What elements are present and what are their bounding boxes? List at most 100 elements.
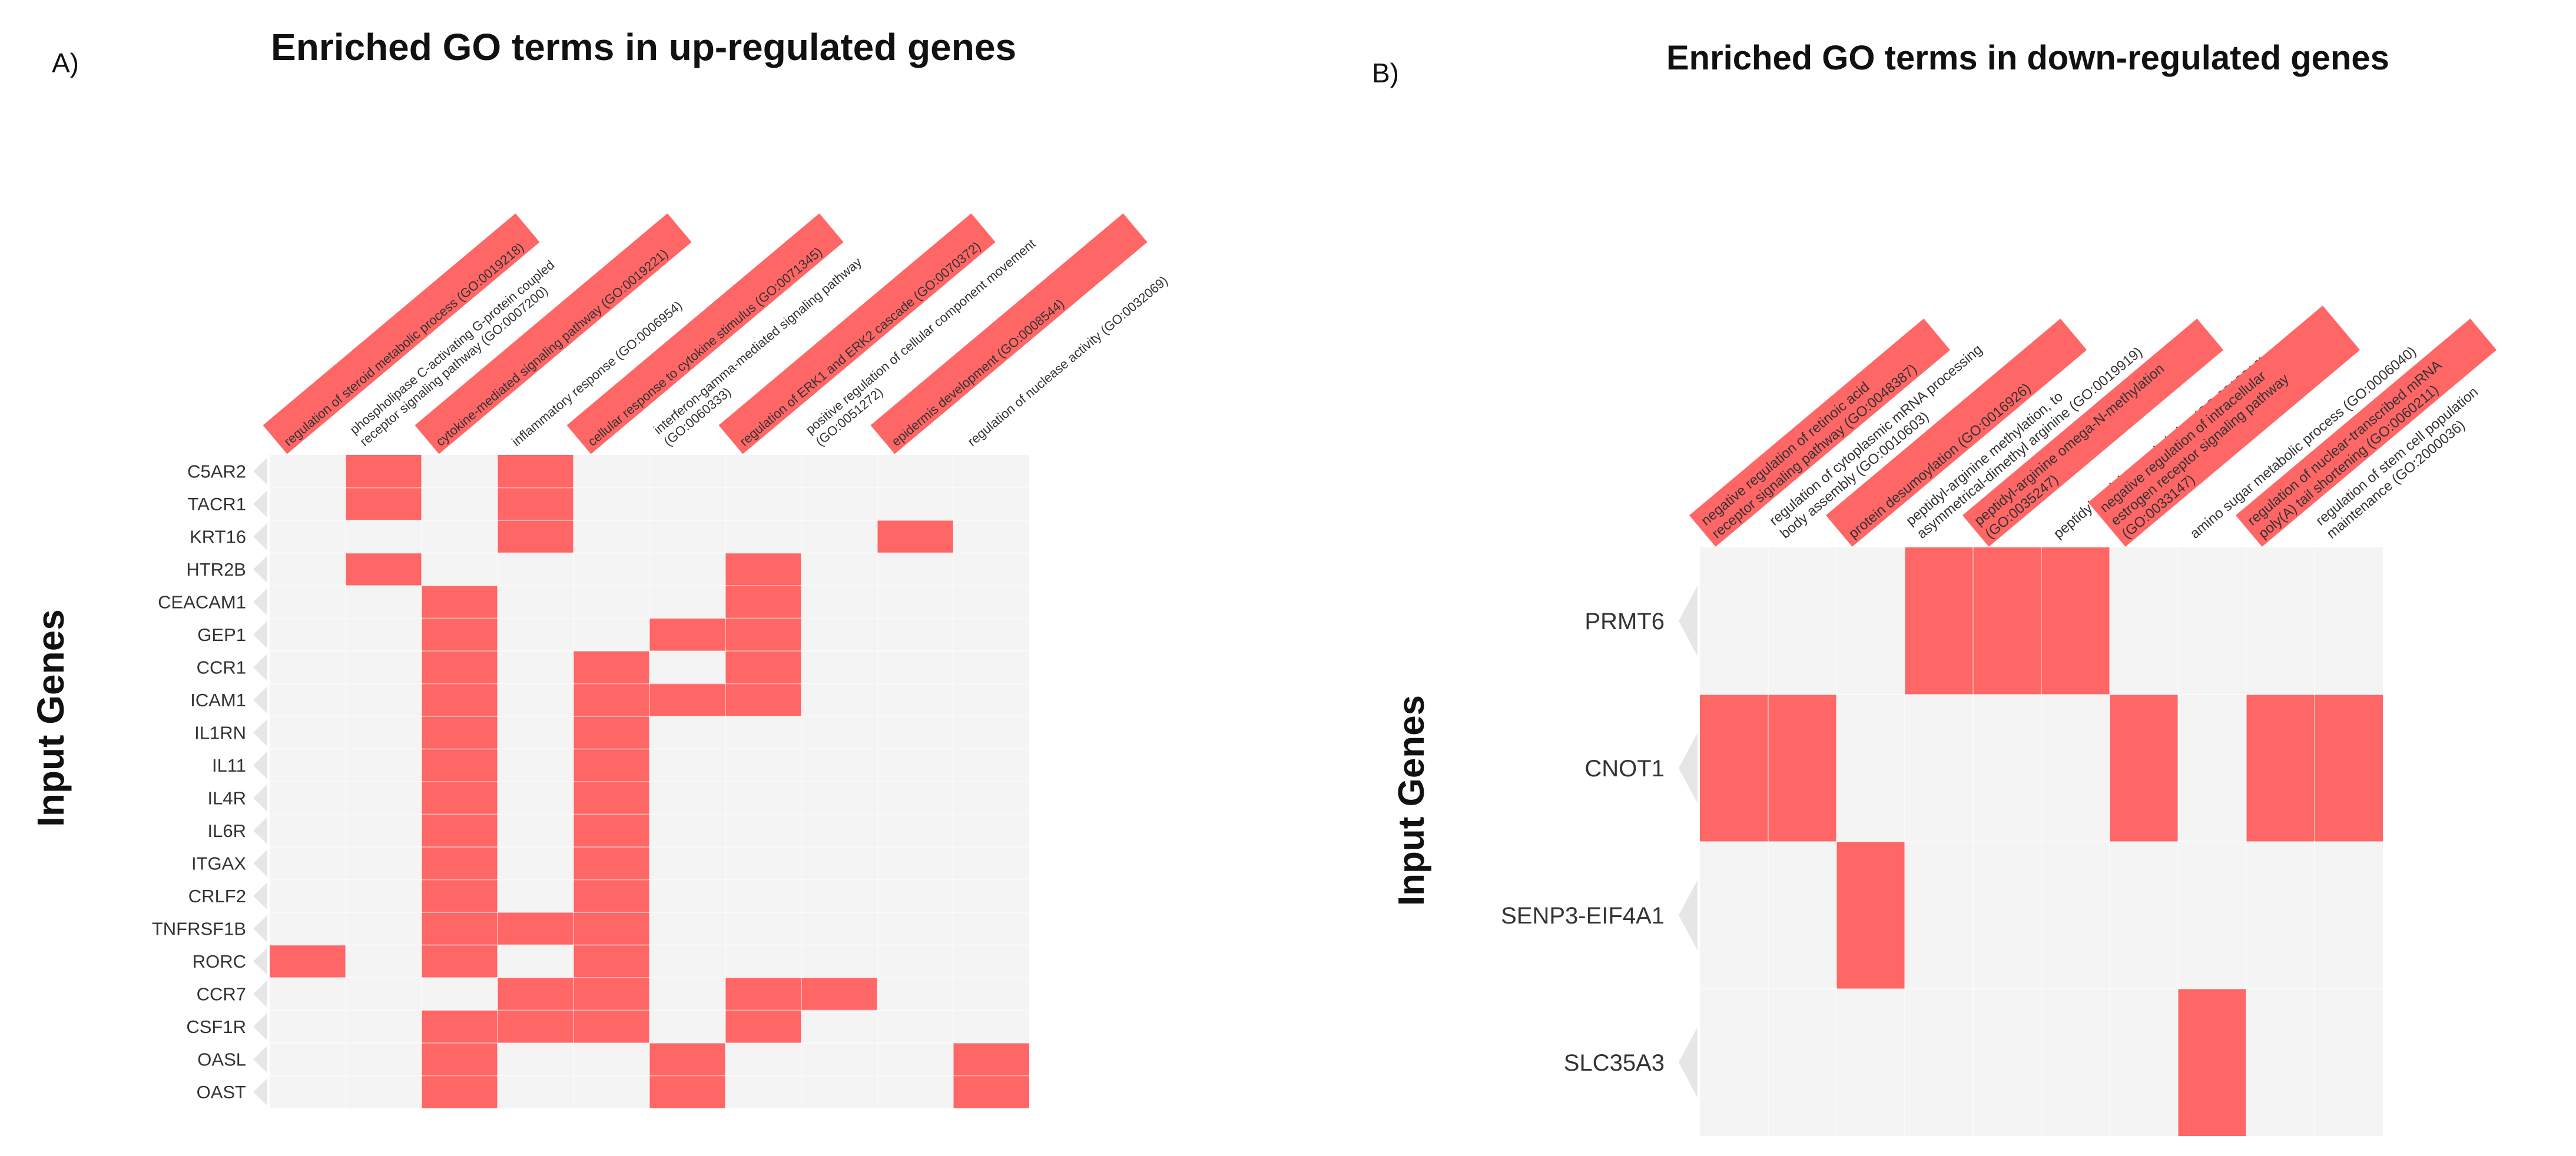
heatmap-cell-tacr1-term-1 (346, 487, 422, 520)
gene-row-pointer (253, 686, 267, 714)
gene-row-pointer (253, 620, 267, 649)
heatmap-cell-il11-term-4 (573, 749, 649, 782)
gene-row-pointer (253, 490, 267, 518)
heatmap-cell-il11-term-2 (422, 749, 498, 782)
gene-row-pointer (253, 1078, 267, 1106)
heatmap-cell-oasl-term-5 (649, 1043, 725, 1076)
panel-b-heatmap: B) Enriched GO terms in down-regulated g… (1372, 39, 2497, 1136)
heatmap-cell-cnot1-term-0 (1700, 695, 1768, 842)
heatmap-cell-icam1-term-5 (649, 683, 725, 716)
term-highlight-band (1689, 318, 1951, 547)
gene-row-pointer (1679, 1027, 1698, 1098)
gene-row-pointer (253, 980, 267, 1008)
gene-label-senp3-eif4a1: SENP3-EIF4A1 (1501, 903, 1665, 929)
heatmap-cell-tacr1-term-3 (498, 487, 573, 520)
heatmap-cell-itgax-term-2 (422, 847, 498, 880)
gene-row-pointer (253, 784, 267, 812)
heatmap-cell-gep1-term-2 (422, 618, 498, 651)
panel-b-cell-separators (1700, 547, 2383, 1136)
gene-row-pointer (253, 751, 267, 779)
panel-b-letter: B) (1372, 58, 1399, 88)
heatmap-cell-rorc-term-4 (573, 945, 649, 978)
heatmap-cell-rorc-term-0 (270, 945, 346, 978)
term-highlight-band (1962, 318, 2224, 547)
heatmap-cell-oasl-term-9 (953, 1043, 1029, 1076)
gene-row-pointer (1679, 733, 1698, 803)
heatmap-cell-icam1-term-2 (422, 683, 498, 716)
heatmap-cell-tnfrsf1b-term-4 (573, 912, 649, 945)
heatmap-cell-tnfrsf1b-term-2 (422, 912, 498, 945)
gene-row-pointer (253, 653, 267, 682)
gene-label-ccr7: CCR7 (197, 984, 246, 1005)
heatmap-cell-gep1-term-5 (649, 618, 725, 651)
term-highlight-band (263, 213, 540, 454)
heatmap-cell-slc35a3-term-7 (2178, 989, 2246, 1136)
heatmap-cell-ccr1-term-2 (422, 651, 498, 684)
gene-label-c5ar2: C5AR2 (187, 461, 246, 482)
heatmap-cell-ccr7-term-3 (498, 978, 573, 1011)
gene-row-pointer (253, 882, 267, 910)
panel-b-y-axis-label: Input Genes (1391, 695, 1432, 906)
panel-a-heatmap: A) Enriched GO terms in up-regulated gen… (29, 26, 1171, 1108)
heatmap-cell-cnot1-term-9 (2315, 695, 2383, 842)
gene-row-pointer (253, 816, 267, 845)
heatmap-cell-htr2b-term-1 (346, 553, 422, 586)
heatmap-cell-il1rn-term-4 (573, 716, 649, 749)
gene-row-pointer (253, 1045, 267, 1074)
heatmap-cell-csf1r-term-6 (725, 1010, 801, 1043)
gene-row-pointer (253, 588, 267, 616)
heatmap-cell-il4r-term-2 (422, 782, 498, 815)
heatmap-cell-il4r-term-4 (573, 782, 649, 815)
panel-a-cell-separators (270, 455, 1029, 1108)
panel-a-y-axis-label: Input Genes (29, 609, 72, 827)
gene-label-il6r: IL6R (208, 821, 246, 841)
gene-label-csf1r: CSF1R (186, 1017, 246, 1037)
gene-row-pointer (253, 915, 267, 943)
gene-label-htr2b: HTR2B (186, 559, 246, 580)
heatmap-cell-il6r-term-4 (573, 814, 649, 847)
gene-row-pointer (253, 947, 267, 975)
heatmap-cell-oast-term-5 (649, 1075, 725, 1108)
gene-row-pointer (253, 849, 267, 878)
heatmap-cell-htr2b-term-6 (725, 553, 801, 586)
heatmap-cell-krt16-term-3 (498, 520, 573, 553)
heatmap-cell-icam1-term-6 (725, 683, 801, 716)
term-highlight-band (2088, 305, 2360, 547)
term-highlight-band (870, 213, 1148, 454)
gene-label-tnfrsf1b: TNFRSF1B (152, 919, 246, 939)
heatmap-cell-icam1-term-4 (573, 683, 649, 716)
heatmap-cell-csf1r-term-2 (422, 1010, 498, 1043)
gene-label-prmt6: PRMT6 (1584, 609, 1665, 635)
heatmap-cell-ccr1-term-6 (725, 651, 801, 684)
gene-label-rorc: RORC (193, 951, 246, 972)
gene-row-pointer (253, 555, 267, 583)
heatmap-cell-prmt6-term-3 (1905, 547, 1973, 695)
gene-label-il4r: IL4R (208, 788, 246, 809)
heatmap-cell-gep1-term-6 (725, 618, 801, 651)
heatmap-cell-cnot1-term-1 (1768, 695, 1836, 842)
gene-row-pointer (253, 719, 267, 747)
gene-row-pointer (253, 457, 267, 486)
heatmap-cell-ccr7-term-6 (725, 978, 801, 1011)
term-highlight-band (566, 213, 844, 454)
heatmap-cell-oasl-term-2 (422, 1043, 498, 1076)
heatmap-cell-cnot1-term-6 (2110, 695, 2178, 842)
heatmap-cell-csf1r-term-3 (498, 1010, 573, 1043)
gene-label-il11: IL11 (212, 755, 246, 776)
gene-label-tacr1: TACR1 (188, 494, 246, 514)
heatmap-cell-ccr7-term-7 (801, 978, 877, 1011)
heatmap-cell-tnfrsf1b-term-3 (498, 912, 573, 945)
term-highlight-band (2236, 318, 2497, 547)
panel-b-title: Enriched GO terms in down-regulated gene… (1666, 39, 2389, 77)
gene-label-gep1: GEP1 (197, 624, 246, 645)
heatmap-cell-crlf2-term-2 (422, 879, 498, 912)
heatmap-cell-ceacam1-term-6 (725, 586, 801, 619)
term-highlight-band (415, 213, 692, 454)
heatmap-cell-c5ar2-term-3 (498, 455, 573, 488)
heatmap-cell-ccr1-term-4 (573, 651, 649, 684)
gene-row-pointer (1679, 880, 1698, 951)
heatmap-cell-il1rn-term-2 (422, 716, 498, 749)
gene-row-pointer (1679, 586, 1698, 656)
